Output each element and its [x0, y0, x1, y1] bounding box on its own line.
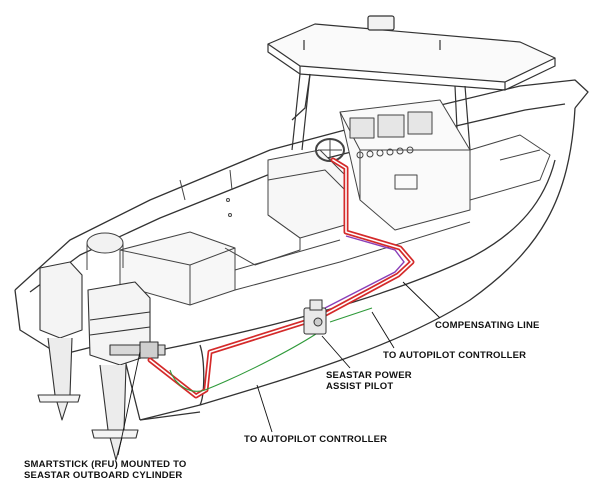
- label-line-1: SMARTSTICK (RFU) MOUNTED TO: [24, 459, 187, 470]
- t-top: [267, 15, 556, 151]
- power-assist-pilot-unit: [303, 299, 327, 335]
- to-autopilot-controller-label-lower: TO AUTOPILOT CONTROLLER: [244, 434, 387, 445]
- label-line-1: SEASTAR POWER: [326, 370, 412, 381]
- outboard-motors: [37, 261, 166, 461]
- compensating-line-label: COMPENSATING LINE: [435, 320, 540, 331]
- smartstick-label: SMARTSTICK (RFU) MOUNTED TO SEASTAR OUTB…: [24, 459, 187, 481]
- compensating-line: [324, 235, 405, 309]
- label-text: TO AUTOPILOT CONTROLLER: [244, 434, 388, 445]
- leader-lines: [117, 281, 441, 456]
- to-autopilot-controller-label-upper: TO AUTOPILOT CONTROLLER: [383, 350, 526, 361]
- label-line-2: ASSIST PILOT: [326, 381, 394, 392]
- autopilot-wire: [169, 329, 323, 392]
- cockpit: [86, 99, 551, 306]
- label-line-2: SEASTAR OUTBOARD CYLINDER: [24, 470, 183, 481]
- label-text: COMPENSATING LINE: [435, 320, 540, 331]
- hydraulic-hoses: [147, 157, 415, 399]
- label-text: TO AUTOPILOT CONTROLLER: [383, 350, 527, 361]
- seastar-power-assist-pilot-label: SEASTAR POWER ASSIST PILOT: [326, 370, 412, 392]
